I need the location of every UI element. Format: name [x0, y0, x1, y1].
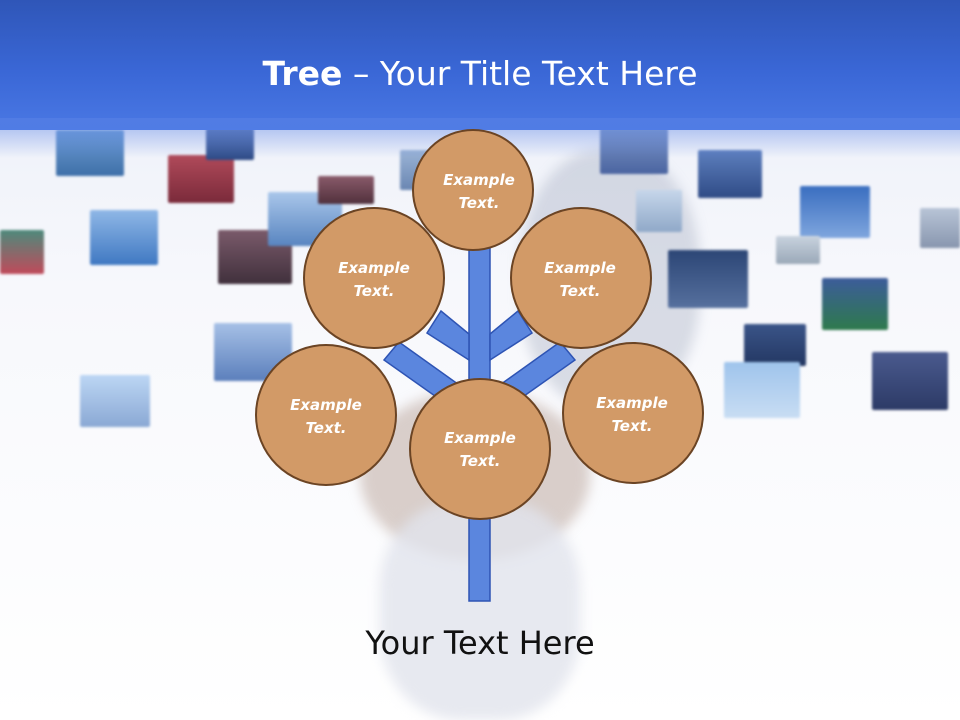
background-photo	[0, 230, 44, 274]
background-photo	[776, 236, 820, 264]
node-label-line1: Example	[444, 429, 516, 447]
node-upper-left: Example Text.	[303, 207, 445, 349]
node-center: Example Text.	[409, 378, 551, 520]
node-circle	[412, 129, 534, 251]
node-circle	[255, 344, 397, 486]
node-lower-left: Example Text.	[255, 344, 397, 486]
background-photo	[800, 186, 870, 238]
background-photo	[744, 324, 806, 366]
title-bold-part: Tree	[262, 54, 343, 93]
background-photo	[90, 210, 158, 265]
background-photo	[920, 208, 960, 248]
background-photo	[668, 250, 748, 308]
node-circle	[409, 378, 551, 520]
node-circle	[510, 207, 652, 349]
node-label-line2: Text.	[353, 282, 394, 300]
title-rest: Your Title Text Here	[379, 54, 698, 93]
node-label-line2: Text.	[305, 419, 346, 437]
title-bar	[0, 0, 960, 130]
node-label-line1: Example	[443, 171, 515, 189]
node-label-line1: Example	[338, 259, 410, 277]
node-label-line1: Example	[596, 394, 668, 412]
node-label-line1: Example	[290, 396, 362, 414]
node-label-line2: Text.	[611, 417, 652, 435]
background-photo	[822, 278, 888, 330]
caption-text: Your Text Here	[365, 624, 595, 662]
node-top: Example Text.	[412, 129, 534, 251]
background-photo	[872, 352, 948, 410]
background-photo	[318, 176, 374, 204]
background-photo	[80, 375, 150, 427]
node-label-line2: Text.	[559, 282, 600, 300]
node-label-line2: Text.	[458, 194, 499, 212]
slide-title: Tree – Your Title Text Here	[0, 52, 960, 96]
title-dash: –	[342, 54, 380, 93]
background-photo	[168, 155, 234, 203]
background-photo	[724, 362, 800, 418]
node-circle	[303, 207, 445, 349]
node-label-line2: Text.	[459, 452, 500, 470]
tree-nodes: Example Text. Example Text. Example Text…	[255, 129, 704, 520]
branch-upper-left	[425, 309, 470, 362]
branch-upper-right	[489, 309, 534, 362]
node-label-line1: Example	[544, 259, 616, 277]
node-upper-right: Example Text.	[510, 207, 652, 349]
background-photo	[698, 150, 762, 198]
node-lower-right: Example Text.	[562, 342, 704, 484]
background-photo	[636, 190, 682, 232]
node-circle	[562, 342, 704, 484]
